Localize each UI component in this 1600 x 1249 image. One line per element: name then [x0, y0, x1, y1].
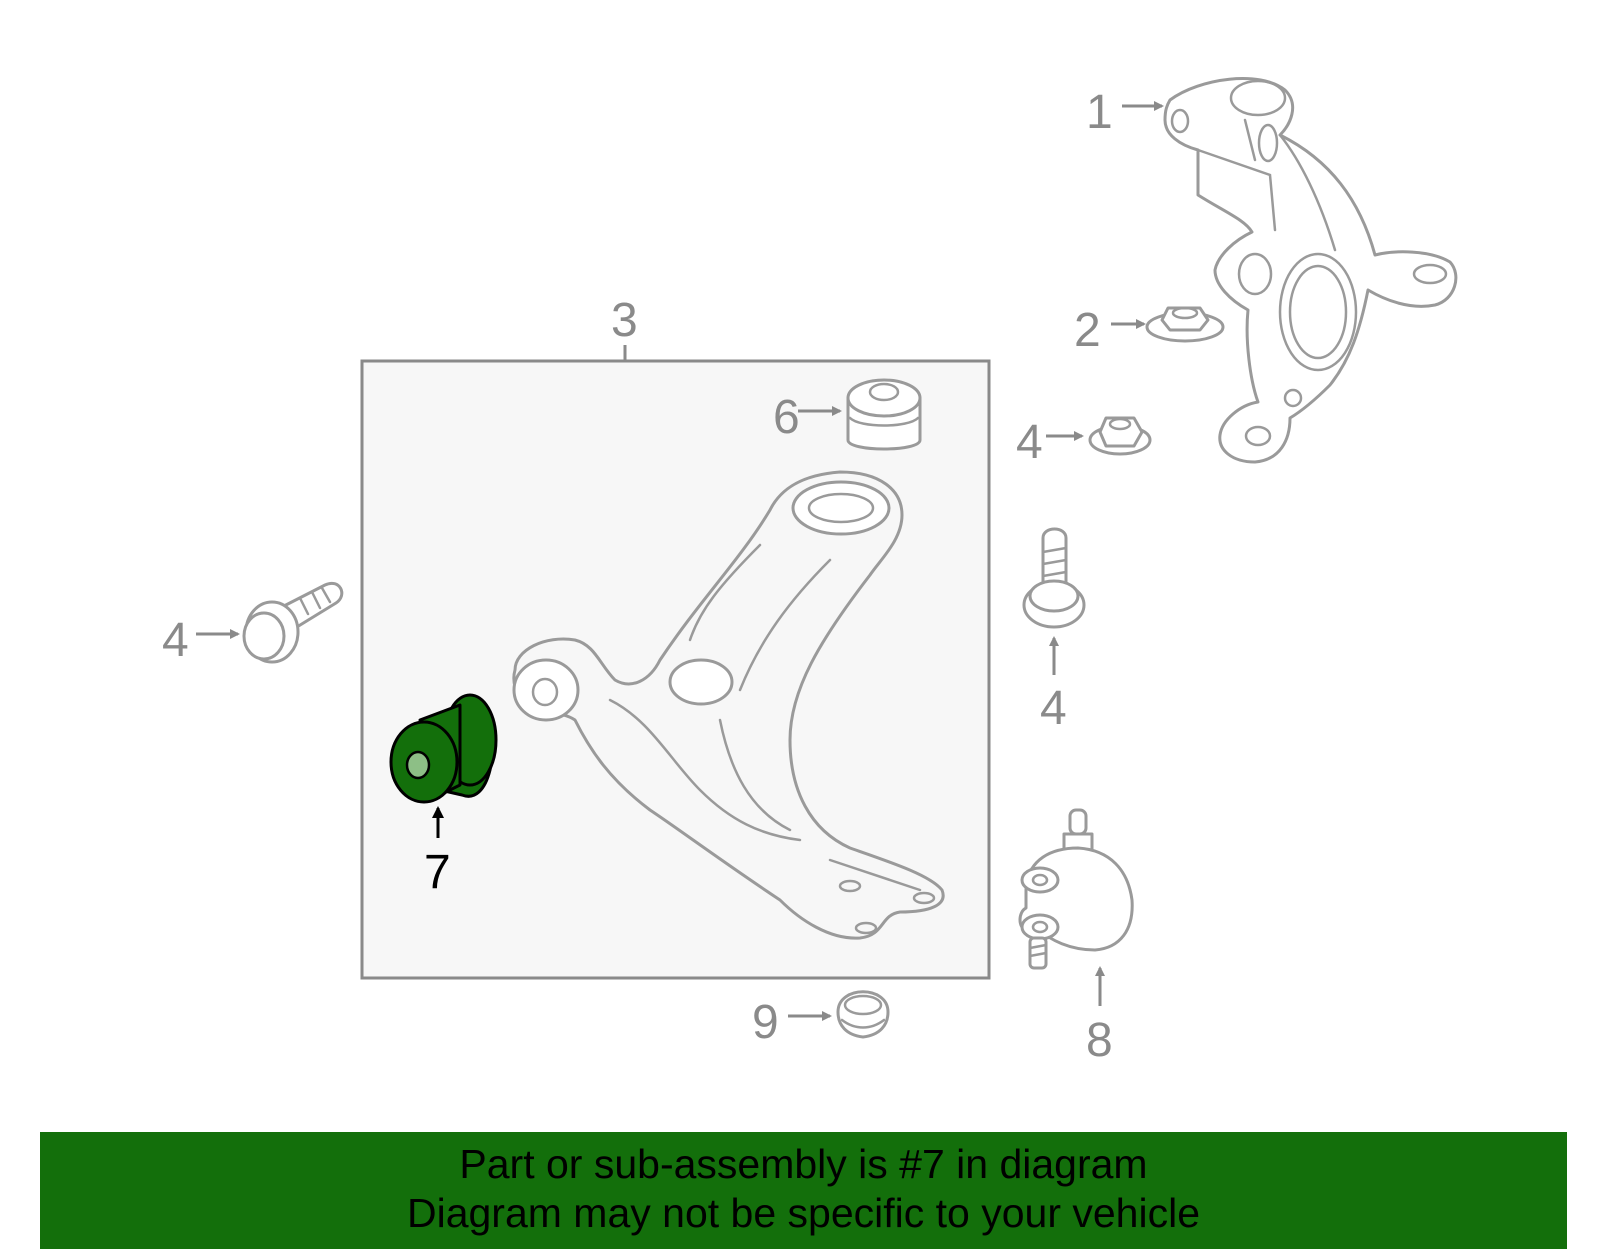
- bushing-6: [846, 378, 922, 451]
- banner-line-2: Diagram may not be specific to your vehi…: [406, 1190, 1200, 1236]
- ball-joint: [1018, 808, 1134, 970]
- steering-knuckle: [1163, 77, 1458, 464]
- parts-diagram: 1 2 3 4 4 4 6: [162, 77, 1458, 1067]
- callout-4a: 4: [162, 614, 189, 667]
- lower-control-arm: [512, 470, 945, 940]
- callout-5: 4: [1016, 416, 1043, 469]
- callout-2: 2: [1074, 304, 1101, 357]
- callout-8: 8: [1086, 1014, 1113, 1067]
- bolt-right: [1022, 527, 1086, 629]
- callout-4b: 4: [1040, 682, 1067, 735]
- callout-3: 3: [611, 294, 638, 347]
- bolt-left: [242, 581, 344, 664]
- bushing-7-highlighted: [389, 693, 498, 804]
- callout-7: 7: [424, 846, 451, 899]
- callout-6: 6: [773, 391, 800, 444]
- cap-nut-9: [836, 990, 890, 1039]
- banner-line-1: Part or sub-assembly is #7 in diagram: [459, 1141, 1148, 1187]
- callout-9: 9: [752, 996, 779, 1049]
- part-info-banner: Part or sub-assembly is #7 in diagram Di…: [40, 1132, 1567, 1249]
- callout-1: 1: [1086, 86, 1113, 139]
- flange-nut-2: [1145, 306, 1225, 343]
- flange-nut-5: [1088, 416, 1152, 456]
